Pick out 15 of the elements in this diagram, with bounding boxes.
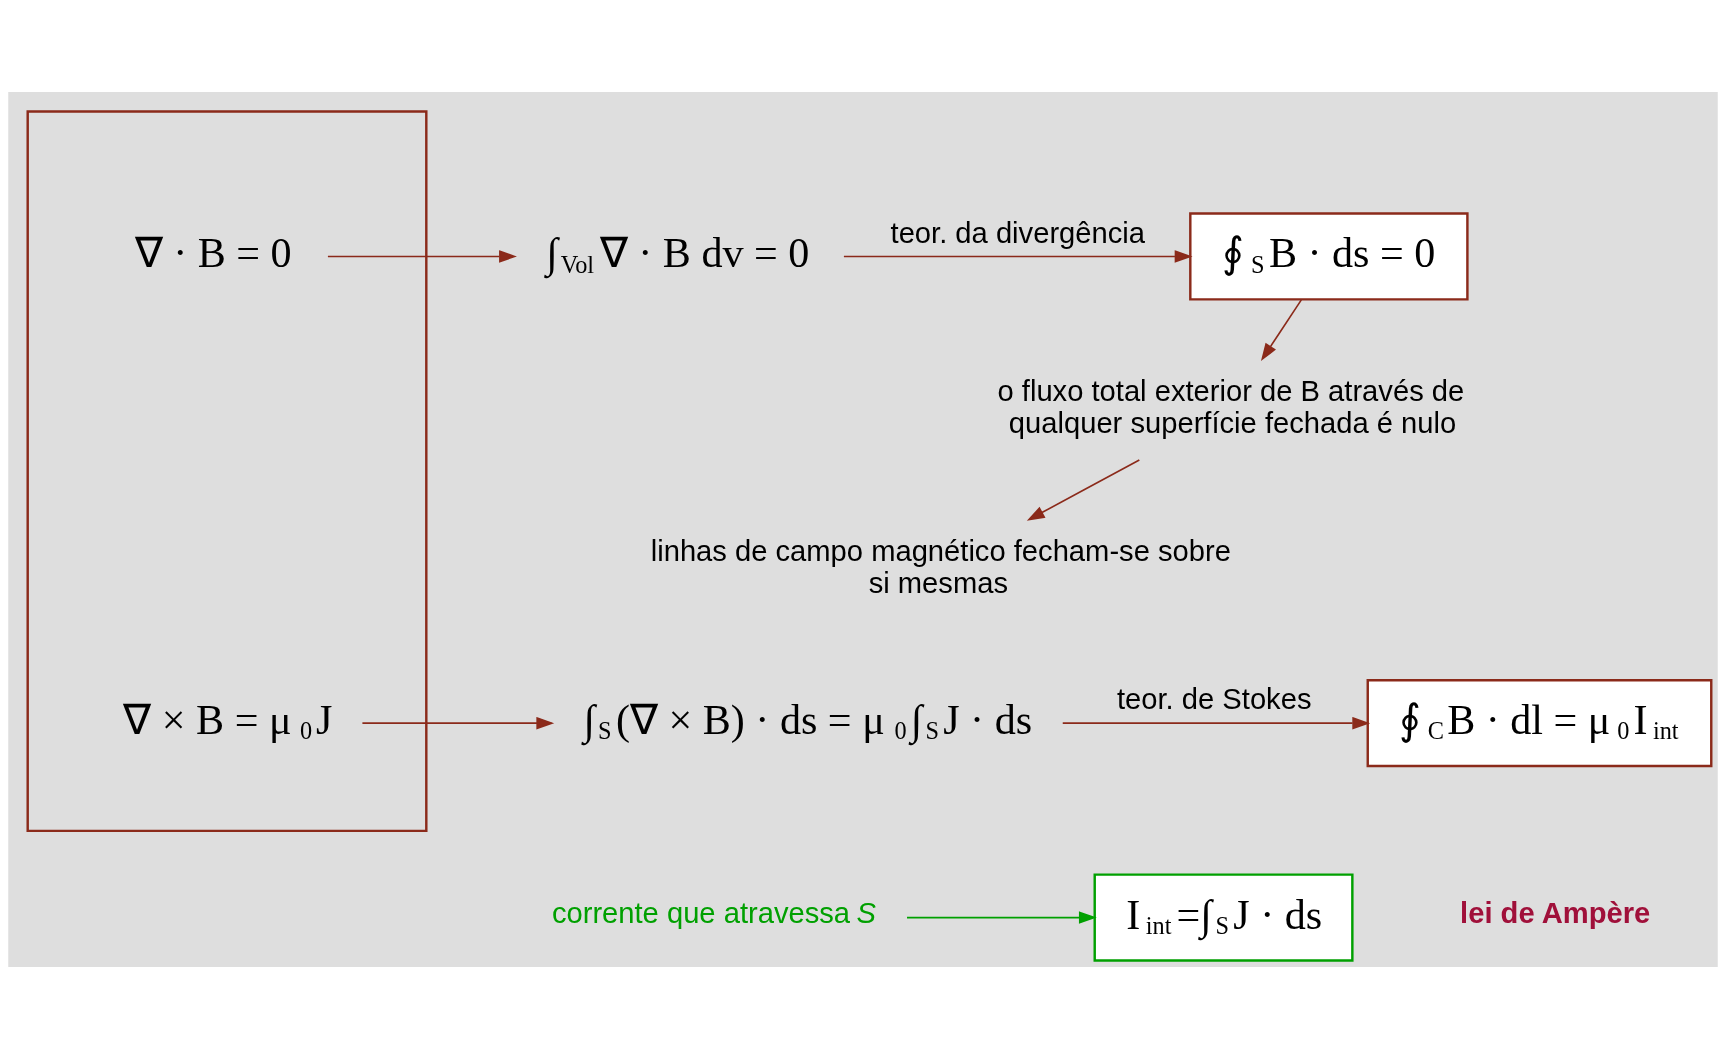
arrow bbox=[843, 249, 1193, 263]
node-text: o fluxo total exterior de B através de qualquer superfície fechada é nulo bbox=[997, 374, 1465, 439]
arrow bbox=[327, 249, 517, 263]
label: lei de Ampère bbox=[1460, 896, 1651, 929]
node-text: ∇ · B = 0 bbox=[134, 228, 292, 276]
arrow bbox=[1026, 458, 1141, 521]
arrow bbox=[1260, 298, 1303, 361]
edge-label: teor. de Stokes bbox=[1116, 682, 1312, 715]
arrow bbox=[906, 910, 1097, 924]
edge-label: teor. da divergência bbox=[890, 216, 1146, 249]
arrow bbox=[1061, 716, 1371, 729]
arrow bbox=[361, 716, 555, 729]
node-text: corrente que atravessa S bbox=[551, 896, 876, 929]
node-text: linhas de campo magnético fecham-se sobre si mesmas bbox=[650, 534, 1231, 599]
cluster bbox=[26, 109, 428, 832]
